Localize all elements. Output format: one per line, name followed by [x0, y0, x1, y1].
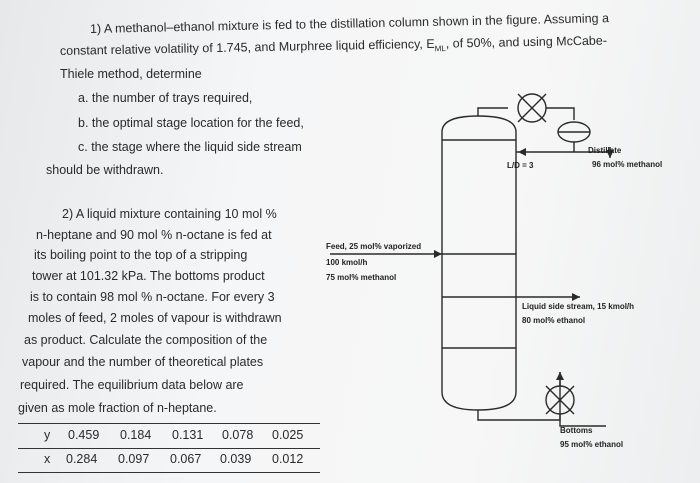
x-label: x [44, 452, 51, 466]
y-value: 0.459 [68, 428, 100, 442]
feed-label-3: 75 mol% methanol [326, 273, 397, 282]
problem1-line3: Thiele method, determine [60, 67, 202, 81]
y-value: 0.184 [120, 428, 152, 442]
distillate-composition: 96 mol% methanol [592, 160, 663, 169]
problem2-line: required. The equilibrium data below are [20, 378, 244, 392]
table-top-rule [18, 423, 320, 424]
x-value: 0.097 [118, 452, 150, 466]
problem1-item-a: a. the number of trays required, [78, 91, 253, 105]
problem2-line: is to contain 98 mol % n-octane. For eve… [30, 290, 275, 304]
table-row-x: x 0.284 0.097 0.067 0.039 0.012 [20, 448, 320, 472]
table-middle-rule [18, 448, 320, 449]
reflux-ratio-label: L/D = 3 [507, 161, 534, 170]
problem2-line: as product. Calculate the composition of… [24, 333, 268, 347]
problem2-line: 2) A liquid mixture containing 10 mol % [62, 207, 277, 221]
side-stream-label-1: Liquid side stream, 15 kmol/h [522, 302, 635, 311]
side-stream-label-2: 80 mol% ethanol [522, 316, 586, 325]
column-shell [441, 115, 517, 411]
problem2-line: moles of feed, 2 moles of vapour is with… [28, 311, 282, 325]
x-value: 0.012 [272, 452, 304, 466]
bottoms-line [477, 372, 561, 421]
problem1-item-c: c. the stage where the liquid side strea… [78, 140, 302, 154]
feed-label-2: 100 kmol/h [326, 258, 368, 267]
bottoms-label: Bottoms [560, 426, 593, 435]
problem2-line: its boiling point to the top of a stripp… [34, 248, 248, 262]
x-value: 0.039 [220, 452, 252, 466]
problem1-item-b: b. the optimal stage location for the fe… [78, 116, 304, 130]
problem2-line: vapour and the number of theoretical pla… [22, 355, 264, 369]
x-value: 0.067 [170, 452, 202, 466]
bottoms-product-line [559, 414, 606, 427]
table-bottom-rule [18, 472, 320, 473]
equilibrium-table: y 0.459 0.184 0.131 0.078 0.025 x 0.284 … [20, 424, 320, 472]
y-value: 0.025 [272, 428, 304, 442]
y-value: 0.078 [222, 428, 254, 442]
distillate-label: Distillate [588, 146, 622, 155]
y-value: 0.131 [172, 428, 204, 442]
table-row-y: y 0.459 0.184 0.131 0.078 0.025 [20, 424, 320, 448]
bottoms-composition: 95 mol% ethanol [560, 440, 624, 449]
problem2-line: given as mole fraction of n-heptane. [18, 401, 217, 415]
x-value: 0.284 [66, 452, 98, 466]
feed-label-1: Feed, 25 mol% vaporized [326, 242, 422, 251]
problem2-line: tower at 101.32 kPa. The bottoms product [32, 269, 265, 283]
y-label: y [44, 428, 51, 442]
problem2-line: n-heptane and 90 mol % n-octane is fed a… [36, 228, 272, 242]
overhead-line [477, 107, 508, 116]
problem1-item-c2: should be withdrawn. [46, 163, 164, 177]
